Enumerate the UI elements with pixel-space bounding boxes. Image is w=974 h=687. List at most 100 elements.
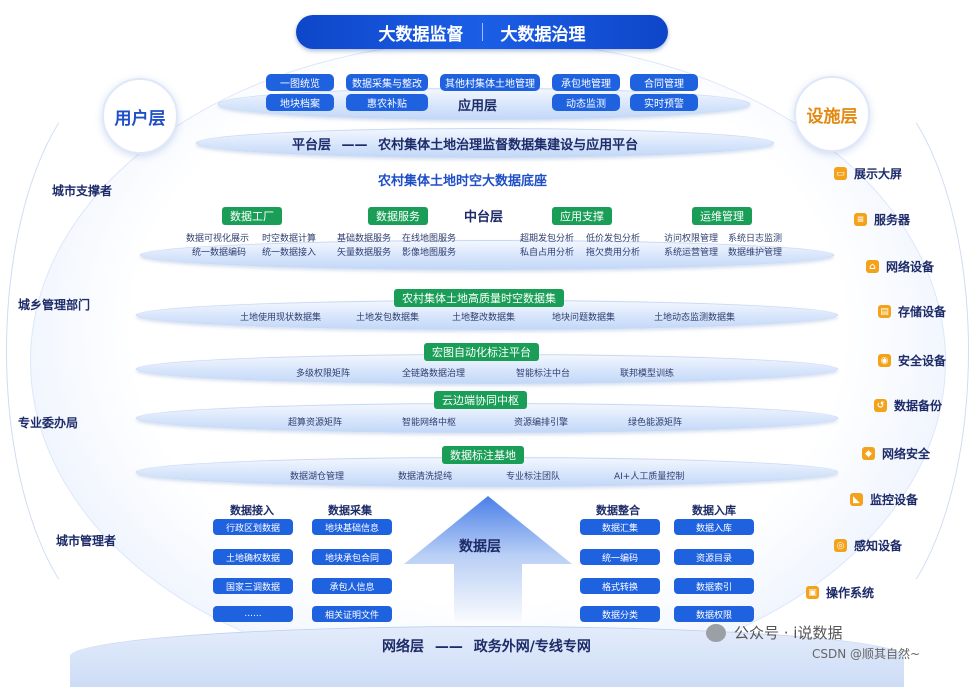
data-col-item: 统一编码 — [580, 549, 660, 565]
storage-icon: ▤ — [878, 305, 891, 318]
cloud-edge-band-title: 云边端协同中枢 — [434, 391, 527, 409]
data-col-title: 数据接入 — [230, 504, 274, 517]
band-item: 数据湖仓管理 — [290, 472, 345, 482]
data-col-title: 数据入库 — [692, 504, 736, 517]
facility-layer-badge: 设施层 — [794, 76, 870, 152]
annotation-base-title: 数据标注基地 — [442, 446, 524, 464]
mid-item: 统一数据接入 — [262, 248, 317, 258]
banner-right-text: 大数据治理 — [500, 24, 586, 45]
middle-layer-band — [140, 240, 834, 270]
band-item: 土地使用现状数据集 — [240, 313, 322, 323]
annotation-base-band — [136, 457, 838, 487]
data-col-item: ...... — [213, 606, 293, 622]
sensor-icon: ◎ — [834, 539, 847, 552]
camera-icon: ◣ — [850, 493, 863, 506]
band-item: 联邦模型训练 — [620, 369, 675, 379]
mid-item: 在线地图服务 — [402, 234, 457, 244]
watermark-wechat: 公众号 · i说数据 — [706, 622, 842, 643]
band-item: 土地发包数据集 — [356, 313, 420, 323]
data-col-item: 相关证明文件 — [312, 606, 392, 622]
band-item: 专业标注团队 — [506, 472, 561, 482]
user-layer-badge: 用户层 — [102, 78, 178, 154]
data-col-item: 土地确权数据 — [213, 549, 293, 565]
device-network: ⌂网络设备 — [866, 258, 934, 275]
data-layer-label: 数据层 — [459, 539, 501, 555]
wechat-icon — [706, 623, 726, 642]
band-item: 地块问题数据集 — [552, 313, 616, 323]
platform-layer-title: 平台层 —— 农村集体土地治理监督数据集建设与应用平台 — [292, 138, 639, 153]
mid-item: 影像地图服务 — [402, 248, 457, 258]
watermark-csdn: CSDN @顺其自然~ — [812, 647, 921, 661]
data-col-item: 格式转换 — [580, 578, 660, 594]
security-icon: ◉ — [878, 354, 891, 367]
role-city-supporter: 城市支撑者 — [52, 184, 113, 198]
role-urban-rural-dept: 城乡管理部门 — [18, 298, 91, 312]
mid-item: 拖欠费用分析 — [586, 248, 641, 258]
band-item: 智能网络中枢 — [402, 418, 457, 428]
data-col-item: 地块承包合同 — [312, 549, 392, 565]
data-col-item: 国家三调数据 — [213, 578, 293, 594]
mid-item: 基础数据服务 — [337, 234, 392, 244]
mid-item: 数据维护管理 — [728, 248, 783, 258]
network-layer-title: 网络层 —— 政务外网/专线专网 — [382, 639, 591, 655]
mid-item: 低价发包分析 — [586, 234, 641, 244]
band-item: 绿色能源矩阵 — [628, 418, 683, 428]
app-item: 实时预警 — [630, 94, 698, 111]
app-item: 数据采集与整改 — [346, 74, 428, 91]
data-col-item: 数据入库 — [674, 519, 754, 535]
data-layer-arrow — [404, 496, 572, 628]
mid-item: 超期发包分析 — [520, 234, 575, 244]
device-security: ◉安全设备 — [878, 352, 946, 369]
device-net-security: ◆网络安全 — [862, 445, 930, 462]
mid-item: 系统运营管理 — [664, 248, 719, 258]
server-icon: ≡ — [854, 213, 867, 226]
data-col-item: 资源目录 — [674, 549, 754, 565]
network-icon: ⌂ — [866, 260, 879, 273]
device-storage: ▤存储设备 — [878, 303, 946, 320]
annotation-band-title: 宏图自动化标注平台 — [424, 343, 539, 361]
platform-layer-band — [196, 128, 774, 158]
data-col-title: 数据采集 — [328, 504, 372, 517]
os-icon: ▣ — [806, 586, 819, 599]
user-layer-label: 用户层 — [114, 108, 166, 129]
data-col-item: 地块基础信息 — [312, 519, 392, 535]
device-display: ▭展示大屏 — [834, 165, 902, 182]
top-banner: 大数据监督 大数据治理 — [296, 15, 668, 49]
device-backup: ↺数据备份 — [874, 397, 942, 414]
data-col-item: 数据分类 — [580, 606, 660, 622]
device-server: ≡服务器 — [854, 211, 910, 228]
mid-item: 矢量数据服务 — [337, 248, 392, 258]
device-os: ▣操作系统 — [806, 584, 874, 601]
data-col-title: 数据整合 — [596, 504, 640, 517]
band-item: 超算资源矩阵 — [288, 418, 343, 428]
band-item: 智能标注中台 — [516, 369, 571, 379]
band-item: 资源编排引擎 — [514, 418, 569, 428]
data-col-item: 承包人信息 — [312, 578, 392, 594]
app-item: 地块档案 — [266, 94, 334, 111]
right-arc — [718, 70, 969, 632]
app-item: 其他村集体土地管理 — [440, 74, 540, 91]
data-col-item: 行政区划数据 — [213, 519, 293, 535]
middle-layer-label: 中台层 — [464, 210, 504, 225]
mid-item: 私自占用分析 — [520, 248, 575, 258]
app-item: 动态监测 — [552, 94, 620, 111]
mid-group-title: 运维管理 — [692, 207, 752, 225]
base-title: 农村集体土地时空大数据底座 — [378, 174, 548, 189]
app-item: 合同管理 — [630, 74, 698, 91]
device-monitor: ◣监控设备 — [850, 491, 918, 508]
role-city-manager: 城市管理者 — [56, 534, 117, 548]
mid-group-title: 数据工厂 — [222, 207, 282, 225]
band-item: 土地整改数据集 — [452, 313, 516, 323]
display-icon: ▭ — [834, 167, 847, 180]
data-col-item: 数据汇集 — [580, 519, 660, 535]
band-item: 数据清洗提纯 — [398, 472, 453, 482]
app-item: 一图统览 — [266, 74, 334, 91]
role-committee-office: 专业委办局 — [18, 416, 79, 430]
band-item: AI+人工质量控制 — [614, 472, 685, 482]
band-item: 多级权限矩阵 — [296, 369, 351, 379]
mid-group-title: 数据服务 — [368, 207, 428, 225]
dataset-band-title: 农村集体土地高质量时空数据集 — [394, 289, 564, 307]
band-item: 土地动态监测数据集 — [654, 313, 736, 323]
facility-layer-label: 设施层 — [806, 106, 858, 127]
backup-icon: ↺ — [874, 399, 887, 412]
